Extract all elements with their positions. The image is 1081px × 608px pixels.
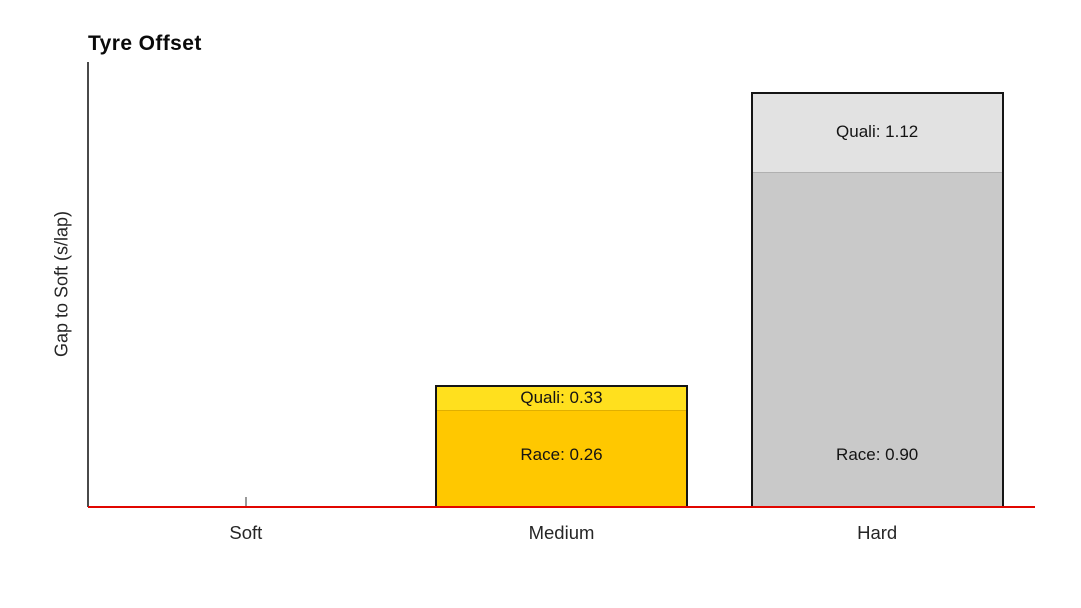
x-tick-label-hard: Hard xyxy=(857,522,898,543)
x-tick-label-medium: Medium xyxy=(528,522,595,543)
y-axis-line xyxy=(87,62,89,507)
bar-quali-label-hard: Quali: 1.12 xyxy=(836,122,919,142)
bar-race-segment-hard xyxy=(752,172,1002,507)
bar-race-segment-medium xyxy=(437,409,686,507)
bar-hard xyxy=(750,91,1004,507)
y-axis-label: Gap to Soft (s/lap) xyxy=(51,210,72,358)
chart-title: Tyre Offset xyxy=(88,32,202,55)
bar-medium xyxy=(435,384,688,507)
x-tick-label-soft: Soft xyxy=(229,522,263,543)
bar-quali-label-medium: Quali: 0.33 xyxy=(520,387,603,407)
x-axis-baseline xyxy=(88,505,1035,508)
bar-race-label-hard: Race: 0.90 xyxy=(836,445,919,464)
bar-race-label-medium: Race: 0.26 xyxy=(520,445,603,464)
x-tick-mark-soft xyxy=(244,497,248,507)
